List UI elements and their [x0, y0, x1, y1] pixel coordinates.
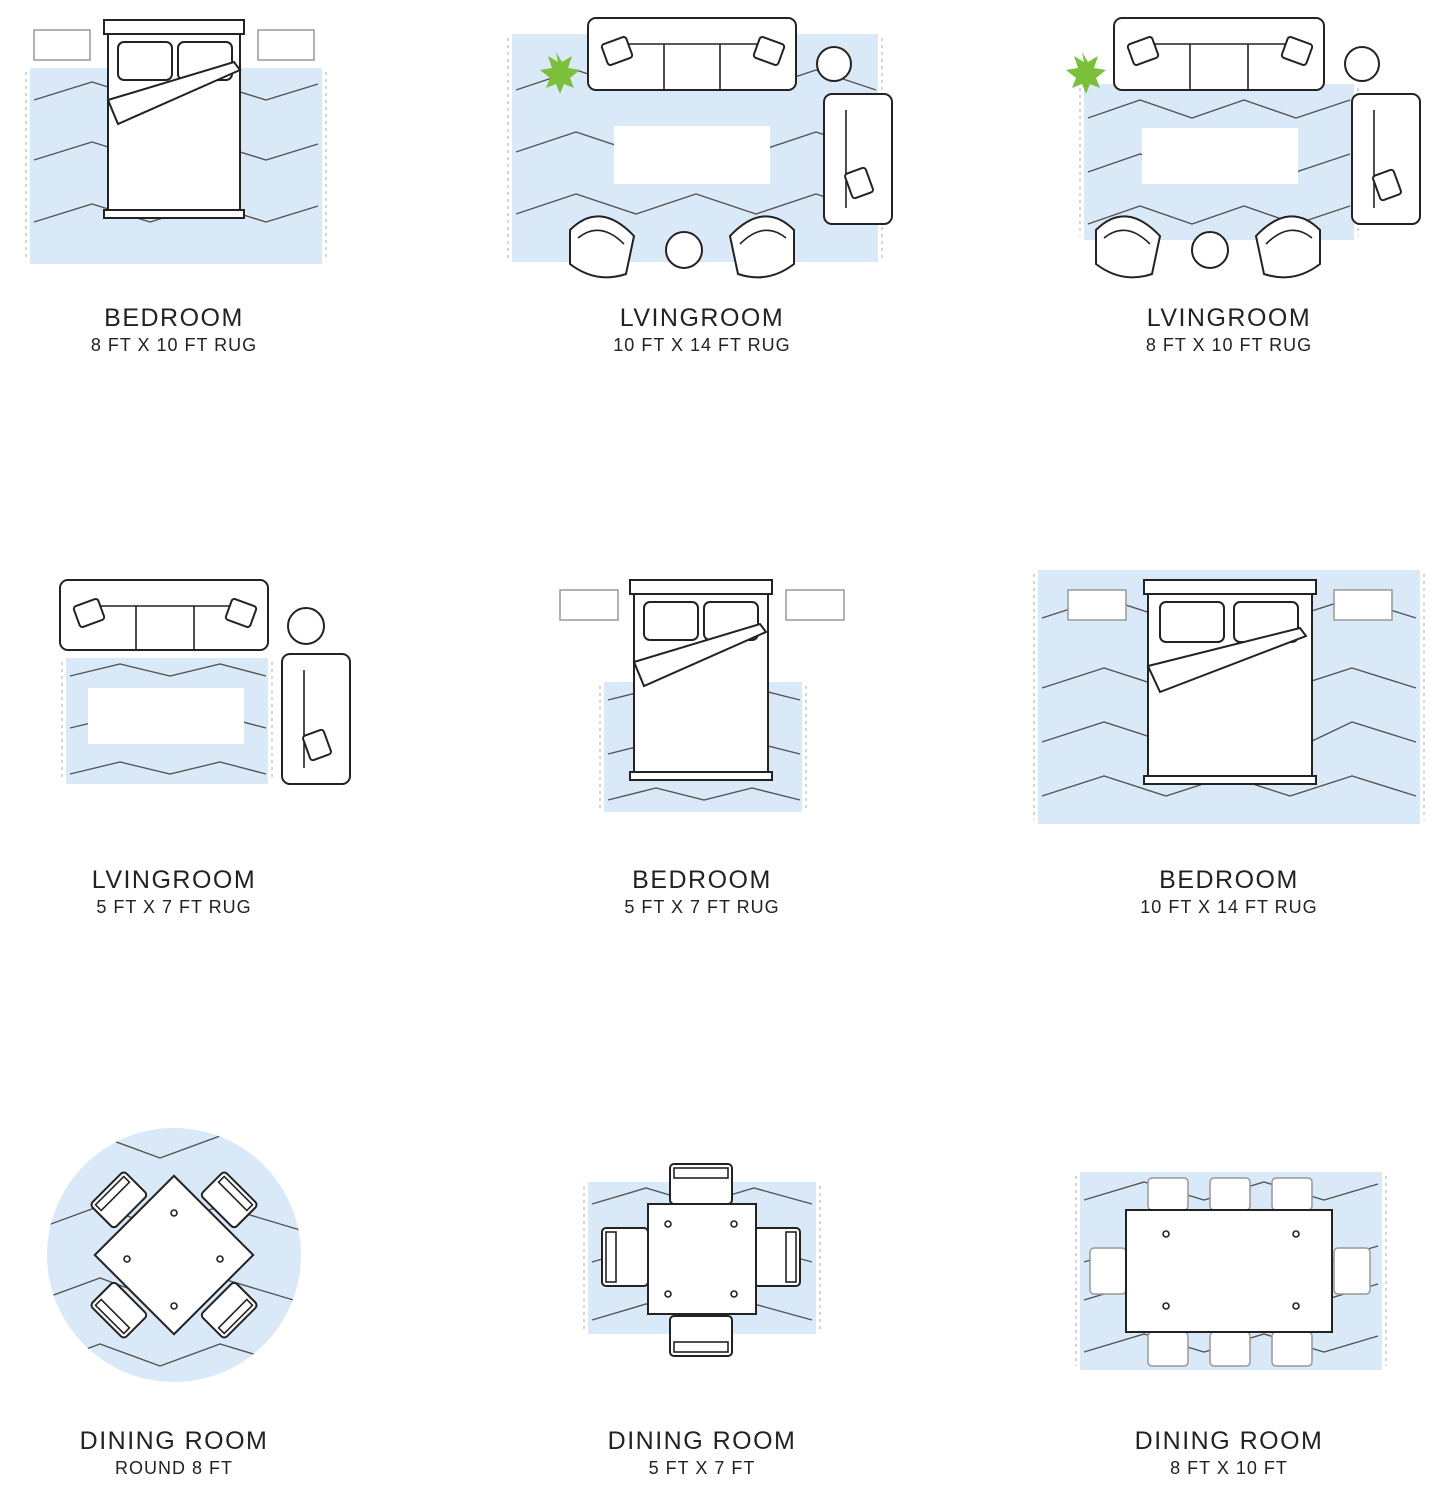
dining-table	[1125, 1209, 1333, 1333]
chair	[601, 1227, 649, 1287]
armchair	[1351, 93, 1421, 225]
accent-chair	[569, 215, 636, 279]
caption-size: 5 FT X 7 FT RUG	[96, 897, 252, 917]
dining-table	[647, 1203, 757, 1315]
caption-dining-round: DINING ROOM ROUND 8 FT	[24, 1427, 324, 1479]
chair	[1147, 1177, 1189, 1211]
livingroom-8x10-diagram	[1066, 17, 1421, 279]
caption-bedroom-5x7: BEDROOM 5 FT X 7 FT RUG	[552, 866, 852, 918]
side-table	[816, 46, 852, 82]
plant-icon	[1066, 52, 1106, 94]
chair	[1271, 1331, 1313, 1367]
nightstand	[559, 589, 619, 621]
caption-size: 10 FT X 14 FT RUG	[613, 335, 791, 355]
chair	[1271, 1177, 1313, 1211]
caption-size: 5 FT X 7 FT	[648, 1458, 756, 1478]
bedroom-8x10-diagram	[25, 19, 327, 264]
caption-title: DINING ROOM	[607, 1427, 797, 1455]
sofa	[1113, 17, 1325, 91]
armchair	[823, 93, 893, 225]
caption-size: 10 FT X 14 FT RUG	[1140, 897, 1318, 917]
chair	[753, 1227, 801, 1287]
coffee-table	[1142, 128, 1298, 184]
caption-title: BEDROOM	[632, 866, 772, 894]
plant-icon	[540, 52, 580, 94]
nightstand	[1333, 589, 1393, 621]
side-table	[287, 607, 325, 645]
nightstand	[1067, 589, 1127, 621]
caption-livingroom-8x10: LVINGROOM 8 FT X 10 FT RUG	[1079, 304, 1379, 356]
nightstand	[257, 29, 315, 61]
accent-chair	[728, 215, 795, 279]
caption-dining-8x10: DINING ROOM 8 FT X 10 FT	[1079, 1427, 1379, 1479]
chair	[90, 1171, 148, 1229]
nightstand	[33, 29, 91, 61]
caption-livingroom-10x14: LVINGROOM 10 FT X 14 FT RUG	[552, 304, 852, 356]
caption-size: 8 FT X 10 FT RUG	[1145, 335, 1313, 355]
bedroom-5x7-diagram	[559, 579, 845, 812]
chair	[1209, 1177, 1251, 1211]
chair	[200, 1171, 258, 1229]
chair	[1089, 1247, 1127, 1295]
chair	[1209, 1331, 1251, 1367]
bed	[629, 579, 773, 781]
armchair	[281, 653, 351, 785]
caption-title: LVINGROOM	[1146, 304, 1312, 332]
accent-chair	[1095, 215, 1162, 279]
bed	[103, 19, 245, 219]
caption-livingroom-5x7: LVINGROOM 5 FT X 7 FT RUG	[24, 866, 324, 918]
bedroom-10x14-diagram	[1033, 570, 1425, 824]
caption-title: DINING ROOM	[1134, 1427, 1324, 1455]
sofa	[59, 579, 269, 651]
caption-size: 8 FT X 10 FT RUG	[90, 335, 258, 355]
caption-dining-5x7: DINING ROOM 5 FT X 7 FT	[552, 1427, 852, 1479]
sofa	[587, 17, 797, 91]
chair	[200, 1281, 258, 1339]
dining-8x10-diagram	[1075, 1172, 1387, 1370]
caption-title: LVINGROOM	[91, 866, 257, 894]
caption-size: ROUND 8 FT	[115, 1458, 233, 1478]
dining-table	[93, 1174, 255, 1336]
caption-bedroom-10x14: BEDROOM 10 FT X 14 FT RUG	[1079, 866, 1379, 918]
coffee-table	[614, 126, 770, 184]
caption-title: DINING ROOM	[79, 1427, 269, 1455]
livingroom-10x14-diagram	[507, 17, 893, 279]
caption-size: 8 FT X 10 FT	[1170, 1458, 1288, 1478]
livingroom-5x7-diagram	[59, 579, 351, 785]
chair	[1147, 1331, 1189, 1367]
dining-5x7-diagram	[583, 1163, 821, 1357]
dining-round-diagram	[47, 1128, 301, 1382]
side-table	[1191, 231, 1229, 269]
nightstand	[785, 589, 845, 621]
side-table	[1344, 46, 1380, 82]
chair	[669, 1163, 733, 1205]
caption-bedroom-8x10: BEDROOM 8 FT X 10 FT RUG	[24, 304, 324, 356]
coffee-table	[88, 688, 244, 744]
bed	[1143, 579, 1317, 785]
caption-title: LVINGROOM	[619, 304, 785, 332]
chair	[90, 1281, 148, 1339]
side-table	[665, 231, 703, 269]
caption-title: BEDROOM	[1159, 866, 1299, 894]
accent-chair	[1254, 215, 1321, 279]
chair	[1333, 1247, 1371, 1295]
chair	[669, 1315, 733, 1357]
caption-title: BEDROOM	[104, 304, 244, 332]
dining-set	[90, 1171, 258, 1339]
caption-size: 5 FT X 7 FT RUG	[624, 897, 780, 917]
